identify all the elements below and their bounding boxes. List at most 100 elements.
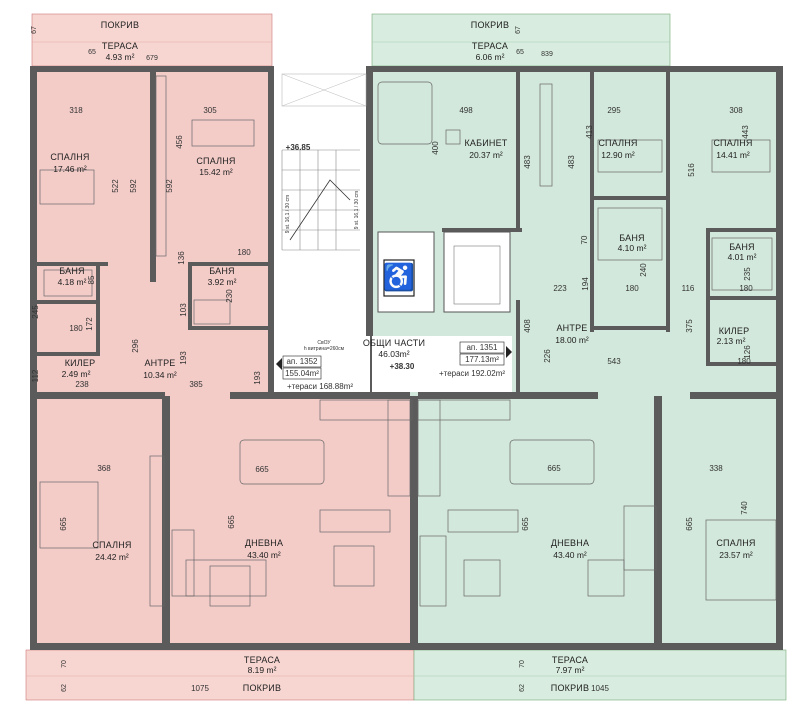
furniture bbox=[39, 75, 777, 607]
level-mark-top: +36.85 bbox=[286, 143, 311, 152]
dimension-label: 180 bbox=[739, 284, 753, 293]
dimension-label: 456 bbox=[175, 135, 184, 149]
dimension-label: 305 bbox=[203, 106, 217, 115]
dimension-label: 296 bbox=[131, 339, 140, 353]
terrace-top-right-dim-a: 65 bbox=[516, 49, 524, 56]
dimension-label: 240 bbox=[639, 263, 648, 277]
room-area: 20.37 m² bbox=[469, 150, 503, 160]
dimension-label: 103 bbox=[179, 303, 188, 317]
dimension-label: 194 bbox=[581, 277, 590, 291]
terrace-top-left-label: ТЕРАСА bbox=[102, 41, 138, 51]
room-name: БАНЯ bbox=[729, 242, 755, 252]
apt-right-label: ап. 1351 bbox=[466, 343, 498, 352]
dimension-label: 665 bbox=[547, 464, 561, 473]
roof-top-right-dim: 67 bbox=[515, 26, 522, 34]
dimension-label: 126 bbox=[743, 345, 752, 359]
bottom-side-dim-4: 62 bbox=[519, 684, 526, 692]
terrace-top-left-area: 4.93 m² bbox=[106, 52, 135, 62]
dimension-label: 483 bbox=[567, 155, 576, 169]
room-name: СПАЛНЯ bbox=[92, 540, 131, 550]
dimension-label: 385 bbox=[189, 380, 203, 389]
dimension-label: 226 bbox=[543, 349, 552, 363]
roof-top-right-label: ПОКРИВ bbox=[471, 20, 509, 30]
top-labels: ПОКРИВ 67 ТЕРАСА 4.93 m² 65 679 ПОКРИВ 6… bbox=[31, 20, 553, 62]
dimension-label: 112 bbox=[31, 369, 40, 382]
rooms-right: КАБИНЕТ 20.37 m² СПАЛНЯ 12.90 m² СПАЛНЯ … bbox=[464, 138, 756, 560]
room-area: 12.90 m² bbox=[601, 150, 635, 160]
dimension-label: 368 bbox=[97, 464, 111, 473]
room-area: 43.40 m² bbox=[553, 550, 587, 560]
dimension-label: 483 bbox=[523, 155, 532, 169]
room-name: СПАЛНЯ bbox=[50, 152, 89, 162]
apt-left-terraces: +тераси 168.88m² bbox=[287, 382, 353, 391]
apt-right-arrow-icon bbox=[506, 346, 512, 358]
terrace-top-right-area: 6.06 m² bbox=[476, 52, 505, 62]
apt-left-area: 155.04m² bbox=[285, 369, 319, 378]
dimension-label: 543 bbox=[607, 357, 621, 366]
apt-right-zone-bottom bbox=[414, 396, 780, 646]
room-name: ДНЕВНА bbox=[551, 538, 589, 548]
room-area: 24.42 m² bbox=[95, 552, 129, 562]
bottom-side-dim-3: 70 bbox=[519, 660, 526, 668]
dimension-label: 400 bbox=[431, 141, 440, 155]
apt-left-zone-bottom bbox=[36, 396, 414, 646]
roof-bottom-right-label: ПОКРИВ bbox=[551, 683, 589, 693]
roof-top-left-dim: 67 bbox=[31, 26, 38, 34]
room-name: БАНЯ bbox=[209, 266, 235, 276]
terrace-top-right bbox=[371, 13, 671, 67]
dimension-label: 665 bbox=[59, 517, 68, 531]
apt-left-arrow-icon bbox=[276, 358, 282, 370]
dimension-label: 180 bbox=[737, 357, 751, 366]
common-parts-name: ОБЩИ ЧАСТИ bbox=[363, 338, 425, 348]
stair-note-2: 9 st. 16,1 / 30 cm bbox=[354, 191, 360, 229]
roof-bottom-right-dim: 1045 bbox=[591, 684, 609, 693]
dimension-label: 180 bbox=[625, 284, 639, 293]
room-name: КАБИНЕТ bbox=[464, 138, 507, 148]
room-name: АНТРЕ bbox=[144, 358, 175, 368]
room-area: 17.46 m² bbox=[53, 164, 87, 174]
dimension-label: 665 bbox=[255, 465, 269, 474]
rooms-left: СПАЛНЯ 17.46 m² СПАЛНЯ 15.42 m² БАНЯ 4.1… bbox=[50, 152, 283, 562]
dimension-label: 223 bbox=[553, 284, 567, 293]
dimension-label: 238 bbox=[75, 380, 89, 389]
dimension-label: 516 bbox=[687, 163, 696, 177]
terrace-bottom-left bbox=[25, 649, 415, 701]
room-area: 23.57 m² bbox=[719, 550, 753, 560]
apt-left-label: ап. 1352 bbox=[286, 357, 318, 366]
dimension-label: 375 bbox=[685, 319, 694, 333]
dimension-label: 235 bbox=[743, 267, 752, 281]
room-area: 14.41 m² bbox=[716, 150, 750, 160]
dimension-label: 308 bbox=[729, 106, 743, 115]
dimension-label: 665 bbox=[521, 517, 530, 531]
dimension-label: 592 bbox=[129, 179, 138, 193]
roof-top-left-label: ПОКРИВ bbox=[101, 20, 139, 30]
common-area: ОБЩИ ЧАСТИ 46.03m² +36.85 +38.30 9 st. 1… bbox=[276, 143, 512, 392]
room-area: 10.34 m² bbox=[143, 370, 177, 380]
dimension-label: 295 bbox=[607, 106, 621, 115]
dimension-label: 592 bbox=[165, 179, 174, 193]
room-name: АНТРЕ bbox=[556, 323, 587, 333]
wheelchair-icon: ♿ bbox=[383, 262, 415, 292]
bottom-labels: ТЕРАСА 8.19 m² ПОКРИВ 1075 ТЕРАСА 7.97 m… bbox=[61, 655, 609, 693]
terrace-top-left-dim-b: 679 bbox=[146, 55, 158, 62]
room-name: БАНЯ bbox=[59, 266, 85, 276]
terrace-bottom-left-label: ТЕРАСА bbox=[244, 655, 280, 665]
terrace-bottom-left-area: 8.19 m² bbox=[248, 665, 277, 675]
dimension-label: 665 bbox=[227, 515, 236, 529]
dimension-label: 443 bbox=[741, 125, 750, 139]
roof-bottom-left-dim: 1075 bbox=[191, 684, 209, 693]
room-name: ДНЕВНА bbox=[245, 538, 283, 548]
apt-right-terraces: +тераси 192.02m² bbox=[439, 369, 505, 378]
terrace-top-right-label: ТЕРАСА bbox=[472, 41, 508, 51]
terrace-top-left bbox=[31, 13, 273, 67]
shaft-note-2: h витрина=260см bbox=[304, 346, 345, 352]
room-name: СПАЛНЯ bbox=[713, 138, 752, 148]
stair-note-1: 9 st. 16,1 / 30 cm bbox=[285, 195, 291, 233]
room-area: 4.18 m² bbox=[58, 277, 87, 287]
dimension-label: 245 bbox=[31, 305, 40, 319]
dimension-label: 665 bbox=[685, 517, 694, 531]
roof-bottom-left-label: ПОКРИВ bbox=[243, 683, 281, 693]
dimensions-left: 318 305 456 522 592 592 180 136 85 245 1… bbox=[31, 106, 269, 531]
dimension-label: 70 bbox=[580, 235, 589, 244]
